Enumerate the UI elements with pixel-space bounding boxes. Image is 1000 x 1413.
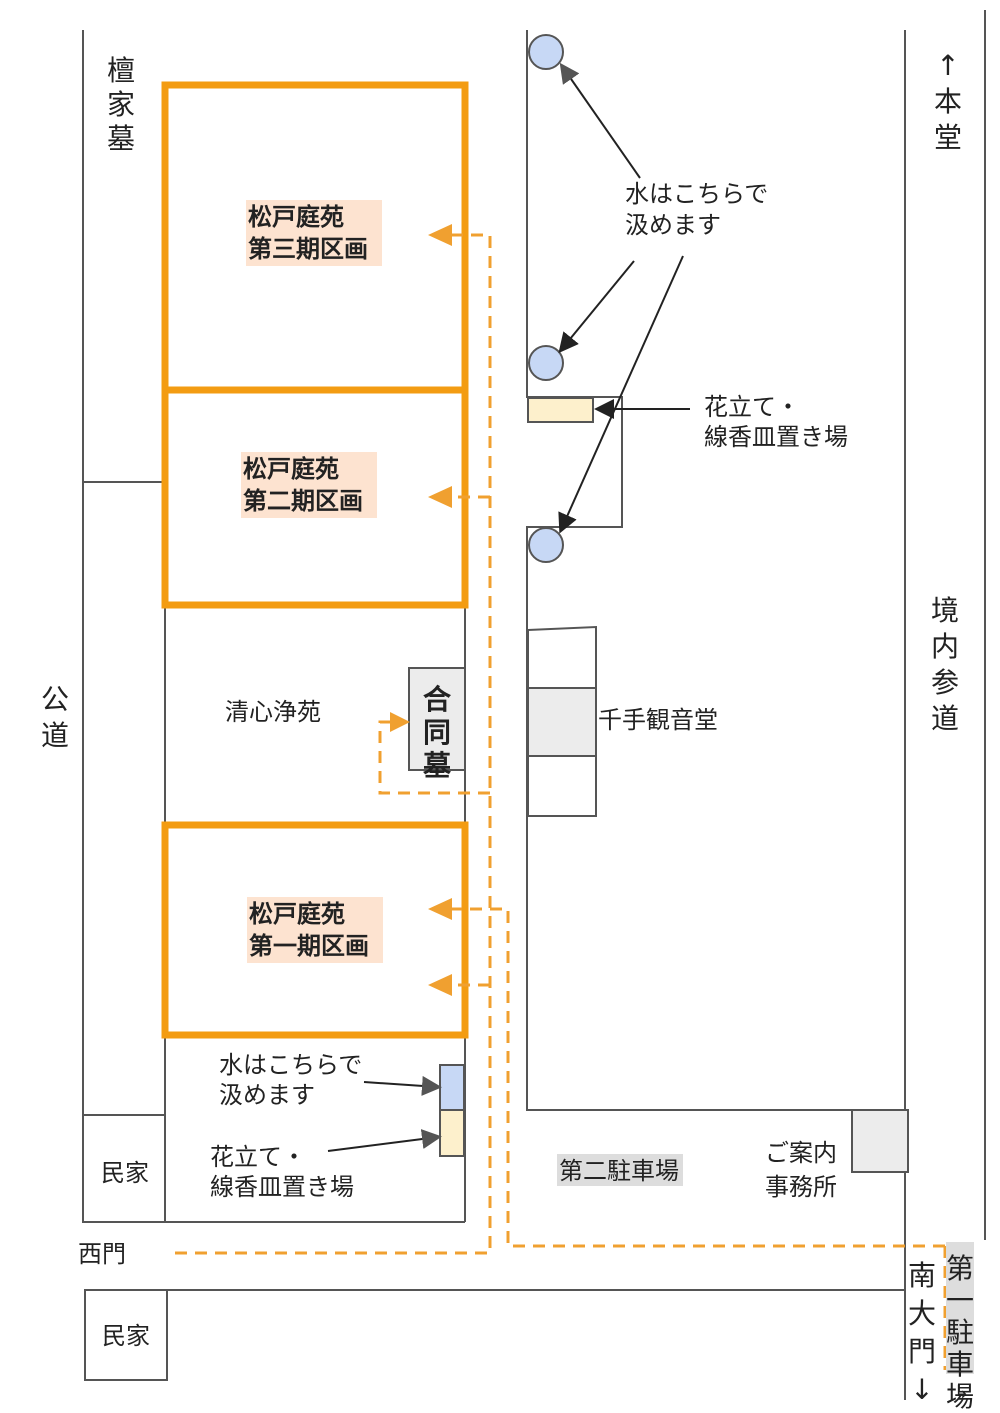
water-tap-icon (528, 34, 564, 70)
arrow-icon (363, 1075, 442, 1096)
arrow-icon (558, 255, 684, 534)
section-1-label-line1: 松戸庭苑 (249, 900, 345, 928)
arrow-icon (558, 260, 635, 354)
water-bottom-label-line2: 汲めます (219, 1081, 315, 1109)
water-top-label-line1: 水はこちらで (625, 180, 768, 208)
info-office-label-line2: 事務所 (765, 1173, 837, 1201)
info-office-box (851, 1109, 909, 1173)
minka-2-box (84, 1289, 168, 1381)
arrow-icon (327, 1129, 442, 1152)
section-2-label-bg (241, 452, 377, 518)
parking-1-label: 第一駐車場 (946, 1252, 974, 1413)
parking-1-label-bg (946, 1242, 974, 1374)
senju-hall-top (527, 625, 597, 689)
flower-bottom-label-line2: 線香皿置き場 (210, 1173, 354, 1201)
arrow-icon (428, 486, 452, 508)
route-main-path (175, 233, 492, 1255)
section-1-box[interactable] (161, 821, 469, 1039)
arrow-icon (390, 712, 410, 732)
arrow-icon (428, 898, 452, 920)
seishin-label: 清心浄苑 (225, 698, 321, 726)
arrow-icon (559, 62, 641, 179)
section-1-label-bg (247, 897, 383, 963)
minka-2-label: 民家 (102, 1322, 150, 1350)
goudou-box (408, 667, 466, 771)
parking-2-label-bg (557, 1154, 683, 1186)
section-3-label-line2: 第三期区画 (248, 235, 368, 263)
section-3-label-line1: 松戸庭苑 (248, 203, 344, 231)
arrow-icon (428, 224, 452, 246)
honzo-label: ↑本堂 (934, 49, 962, 154)
flower-bottom-label-line1: 花立て・ (210, 1143, 306, 1171)
senju-hall-center (527, 687, 597, 757)
section-2-label-line1: 松戸庭苑 (243, 455, 339, 483)
danke-label: 檀家墓 (107, 54, 135, 155)
parking-1-arrow: ↳ (954, 1382, 969, 1403)
goudou-label: 合同墓 (422, 683, 452, 782)
water-tap-icon (439, 1064, 465, 1111)
info-office-label-line1: ご案内 (765, 1139, 837, 1167)
route-goudou (378, 720, 490, 795)
flower-top-label-line2: 線香皿置き場 (704, 423, 848, 451)
flower-stand-icon (527, 397, 594, 423)
water-tap-icon (528, 345, 564, 381)
nishimon-label: 西門 (78, 1240, 126, 1268)
water-bottom-label-line1: 水はこちらで (219, 1051, 362, 1079)
route-east-path (450, 907, 945, 1248)
nandaimon-label: 南大門↓ (908, 1259, 936, 1406)
section-3-label-bg (246, 200, 382, 266)
minka-1-box (82, 1114, 166, 1223)
minka-1-label: 民家 (101, 1159, 149, 1187)
arrow-icon (428, 974, 452, 996)
parking-2-label: 第二駐車場 (559, 1157, 679, 1185)
keidai-label: 境内参道 (931, 594, 959, 735)
water-top-label-line2: 汲めます (625, 211, 721, 239)
section-1-label-line2: 第一期区画 (249, 932, 369, 960)
flower-top-label-line1: 花立て・ (704, 393, 800, 421)
flower-stand-icon (439, 1109, 465, 1157)
koudo-label: 公道 (41, 683, 69, 752)
section-2-label-line2: 第二期区画 (243, 487, 363, 515)
senju-label: 千手観音堂 (598, 706, 718, 734)
water-tap-icon (528, 527, 564, 563)
senju-hall-bottom (527, 755, 597, 817)
